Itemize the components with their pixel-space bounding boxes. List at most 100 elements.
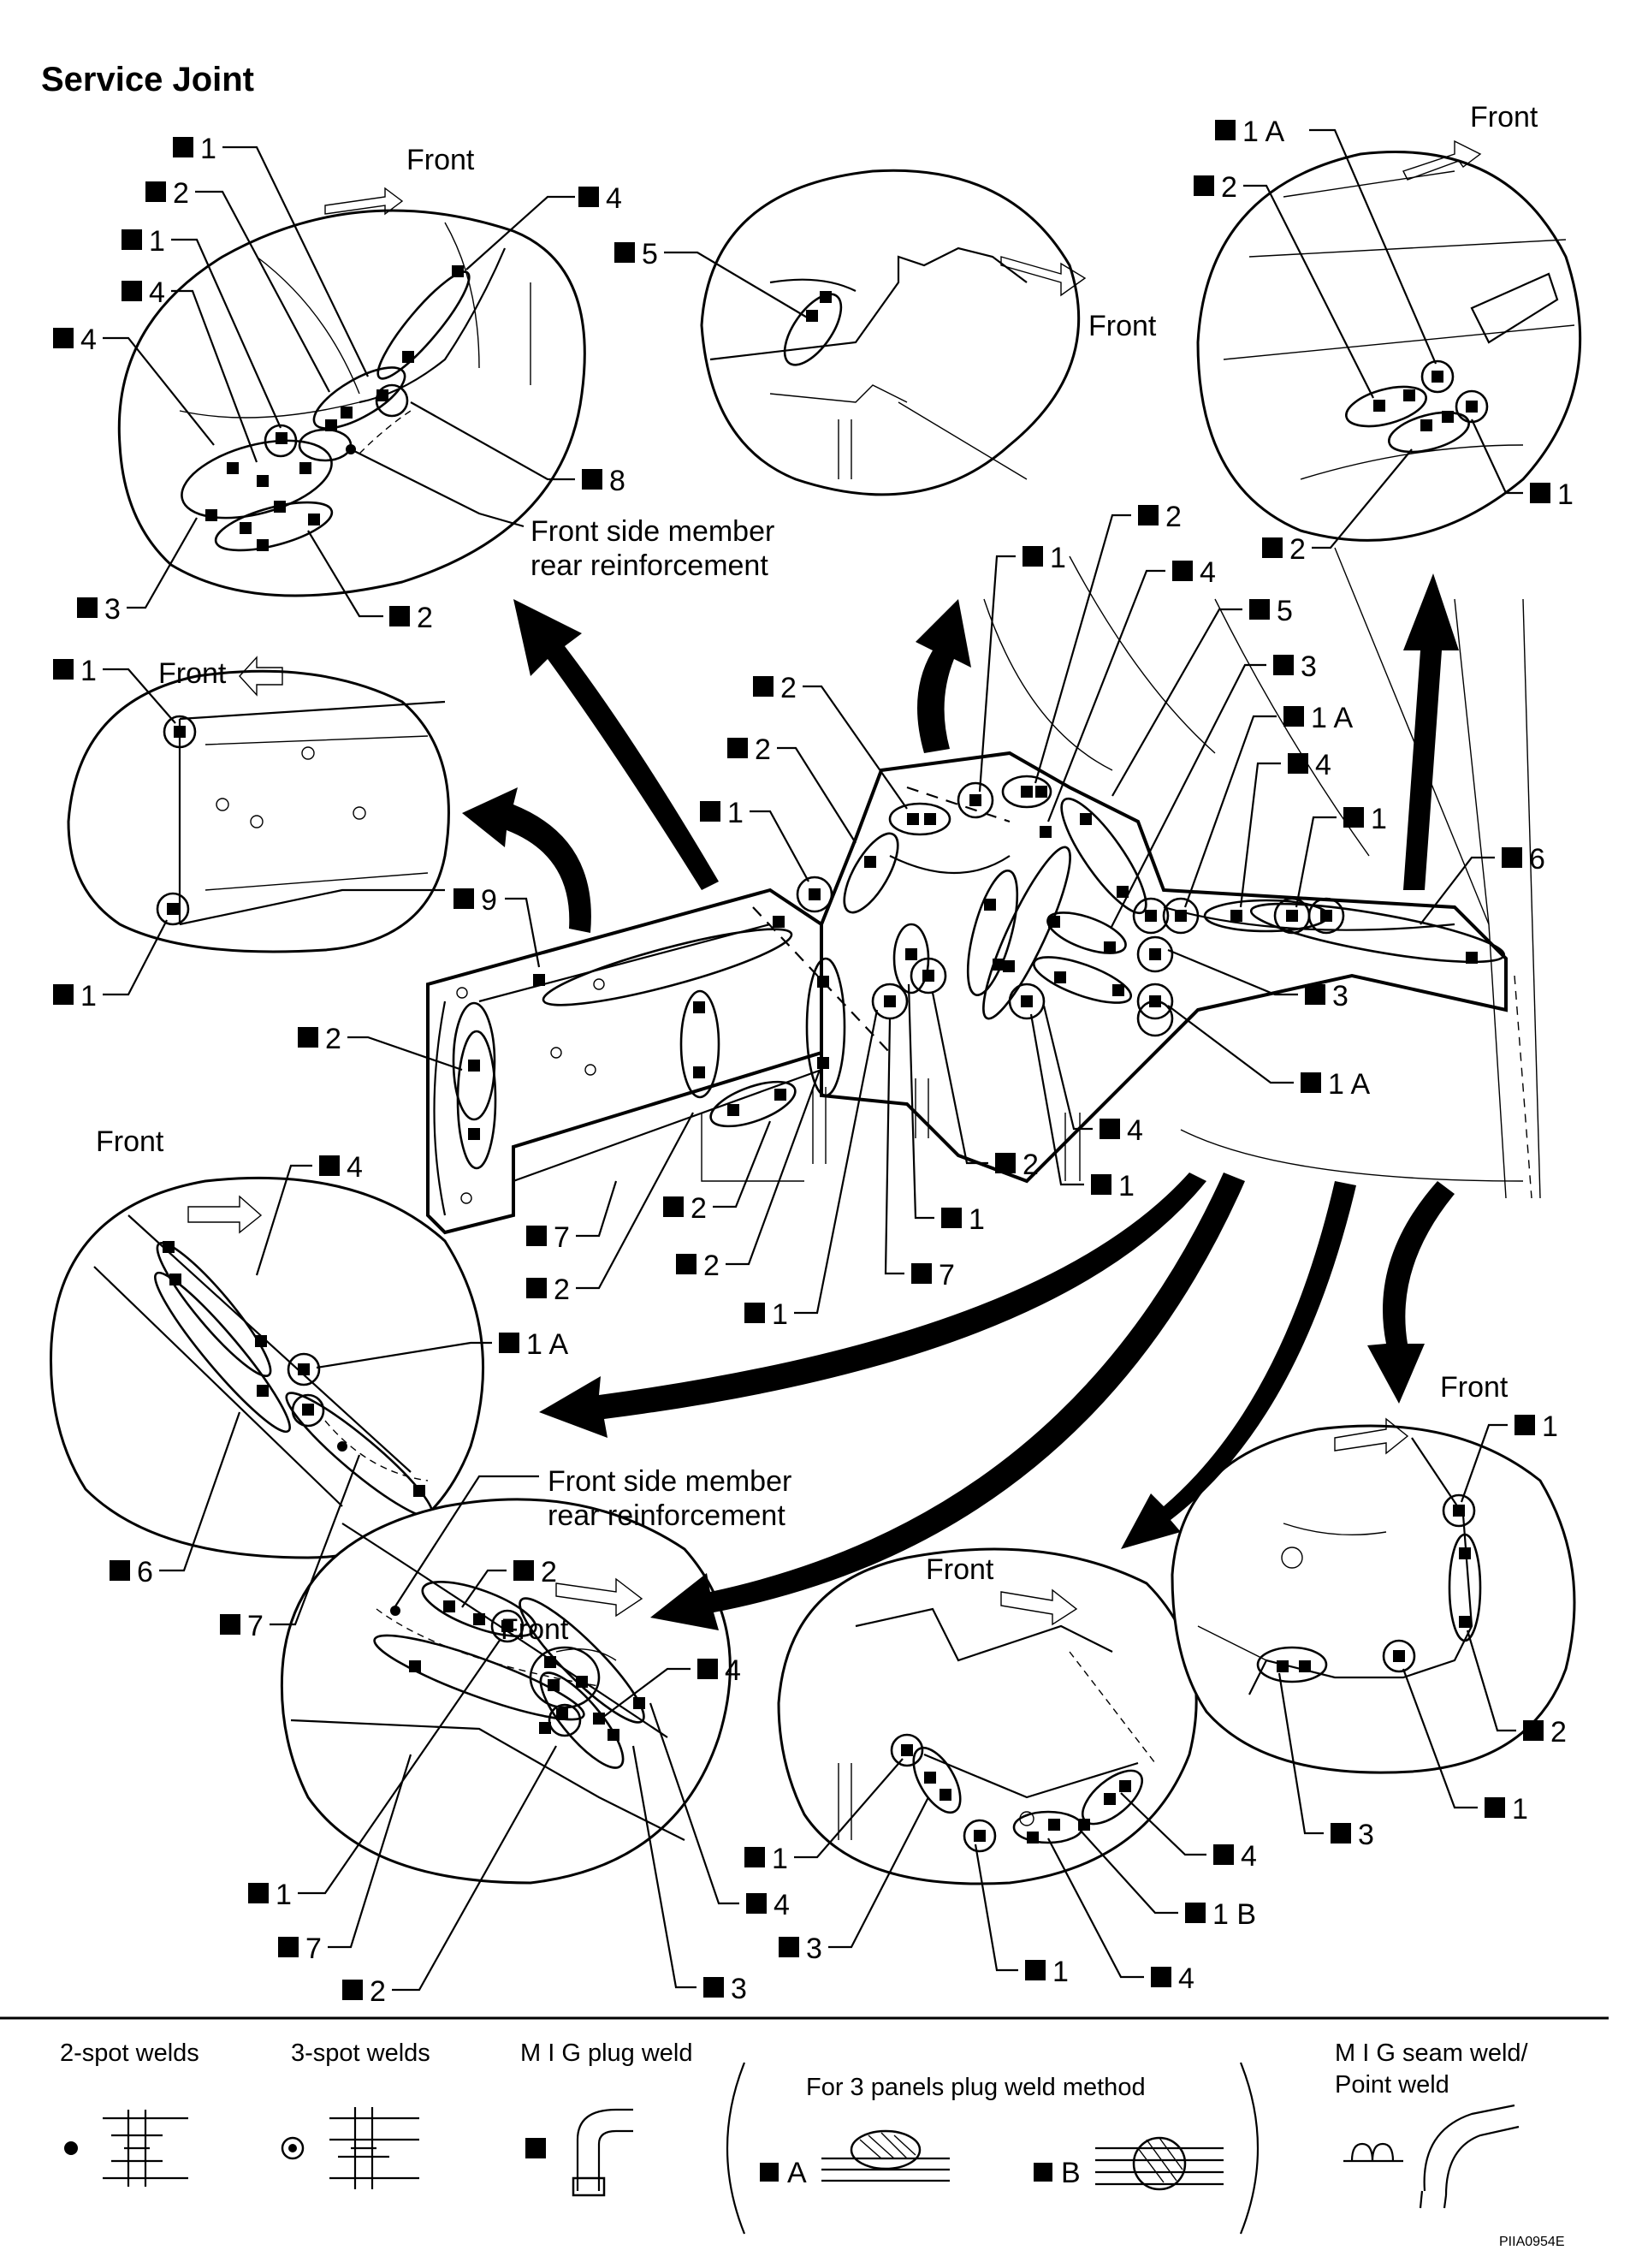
weld-square-icon [122, 281, 142, 301]
leader-line [1110, 663, 1266, 929]
callout-number: 2 [417, 602, 433, 634]
leader-line [392, 1745, 557, 1992]
front-direction-label: Front [96, 1125, 164, 1158]
callout-number: 3 [1358, 1819, 1374, 1851]
weld-square-icon [1514, 1415, 1535, 1435]
weld-square-icon [1305, 984, 1325, 1005]
callout-c-2g: 2 [526, 1112, 694, 1306]
leader-line [631, 1745, 696, 1989]
leader-line [1309, 128, 1437, 365]
weld-square-icon [1301, 1072, 1321, 1093]
callout-number: 4 [1200, 556, 1216, 589]
leader-line [222, 145, 369, 377]
leader-line [127, 517, 198, 609]
leader-line [1034, 514, 1131, 784]
callout-number: 1 [276, 1879, 292, 1911]
leader-line [1120, 1792, 1206, 1856]
weld-square-icon [220, 1614, 240, 1635]
weld-square-icon [779, 1937, 799, 1957]
legend-three-panels-label: For 3 panels plug weld method [806, 2074, 1146, 2101]
front-direction-label: Front [158, 657, 227, 690]
callout-number: 1 [149, 225, 165, 258]
callout-tl-4c: 4 [465, 182, 622, 270]
view-arrows [462, 573, 1459, 1630]
weld-square-icon [53, 659, 74, 680]
callout-number: 1 [772, 1843, 788, 1875]
weld-square-icon [298, 1027, 318, 1048]
weld-square-icon [1138, 505, 1159, 525]
callout-bm-4b: 4 [1120, 1792, 1257, 1873]
weld-square-icon [453, 888, 474, 909]
leader-line [649, 1702, 739, 1905]
leader-line [1460, 1423, 1508, 1503]
callout-tl-1b: 1 [122, 225, 282, 429]
leader-line [1183, 715, 1277, 908]
callout-number: 3 [731, 1973, 747, 2005]
callout-number: 3 [104, 593, 121, 626]
callout-tl-2b: 2 [307, 530, 433, 634]
callout-bc-2: 2 [461, 1556, 557, 1608]
callout-number: 1 [1371, 803, 1387, 835]
callout-number: 6 [137, 1556, 153, 1588]
leader-line [1029, 1013, 1084, 1186]
two-spot-weld-icon [64, 2110, 188, 2187]
leader-line [1167, 1005, 1294, 1084]
callout-number: 2 [541, 1556, 557, 1588]
callout-c-1d: 1 [1029, 1013, 1135, 1202]
callout-number: 2 [1022, 1149, 1039, 1181]
weld-square-icon [1502, 847, 1522, 868]
weld-square-icon [1151, 1967, 1171, 1987]
mig-seam-weld-icon [1343, 2104, 1520, 2209]
callout-number: 2 [173, 177, 189, 210]
callout-tl-3: 3 [77, 517, 198, 626]
weld-square-icon [1215, 120, 1236, 140]
leader-line [159, 1411, 241, 1572]
callout-bm-4a: 4 [1047, 1838, 1194, 1995]
weld-square-icon [1022, 546, 1043, 567]
weld-square-icon [1091, 1174, 1111, 1195]
leader-line [1312, 448, 1413, 549]
weld-square-icon [389, 606, 410, 626]
leader-line [298, 1638, 501, 1895]
weld-square-icon [278, 1937, 299, 1957]
callout-tr-1a: 1 A [1215, 116, 1437, 365]
weld-square-icon [110, 1560, 130, 1581]
weld-square-icon [727, 738, 748, 758]
leader-line [931, 992, 988, 1165]
callout-number: 5 [642, 238, 658, 270]
callout-tl-2: 2 [145, 177, 330, 393]
callout-c-3b: 3 [1167, 948, 1349, 1012]
callout-number: 1 [1512, 1793, 1528, 1826]
callout-bc-7: 7 [278, 1754, 412, 1965]
callout-c-6: 6 [1420, 843, 1545, 925]
callout-number: 1 [1542, 1410, 1558, 1443]
weld-square-icon [145, 181, 166, 202]
legend-mig-seam-label-2: Point weld [1335, 2071, 1449, 2099]
callout-bl-6: 6 [110, 1411, 241, 1588]
leader-line [598, 1667, 691, 1721]
image-code: PIIA0954E [1499, 2235, 1565, 2249]
leader-line [1079, 1829, 1178, 1915]
callout-number: 1 A [1328, 1068, 1370, 1101]
svg-text:A: A [787, 2157, 807, 2189]
callout-bc-4a: 4 [598, 1654, 741, 1721]
weld-square-icon [342, 1980, 363, 2000]
leader-line [1466, 1630, 1516, 1732]
weld-square-icon [703, 1977, 724, 1998]
callout-tl-8: 8 [410, 401, 625, 497]
callout-number: 7 [939, 1259, 955, 1291]
leader-line [1295, 816, 1337, 908]
weld-square-icon [1331, 1823, 1351, 1843]
callout-number: 2 [1221, 171, 1237, 204]
callout-ml-1b: 1 [53, 919, 168, 1012]
weld-square-icon [1530, 483, 1550, 503]
callout-bc-1: 1 [248, 1638, 501, 1911]
leader-line [803, 685, 908, 810]
callout-c-2b: 2 [753, 672, 908, 810]
callout-number: 4 [725, 1654, 741, 1687]
leader-line [505, 897, 541, 968]
callout-number: 7 [305, 1933, 322, 1965]
weld-square-icon [995, 1153, 1016, 1173]
callout-number: 2 [691, 1192, 707, 1225]
